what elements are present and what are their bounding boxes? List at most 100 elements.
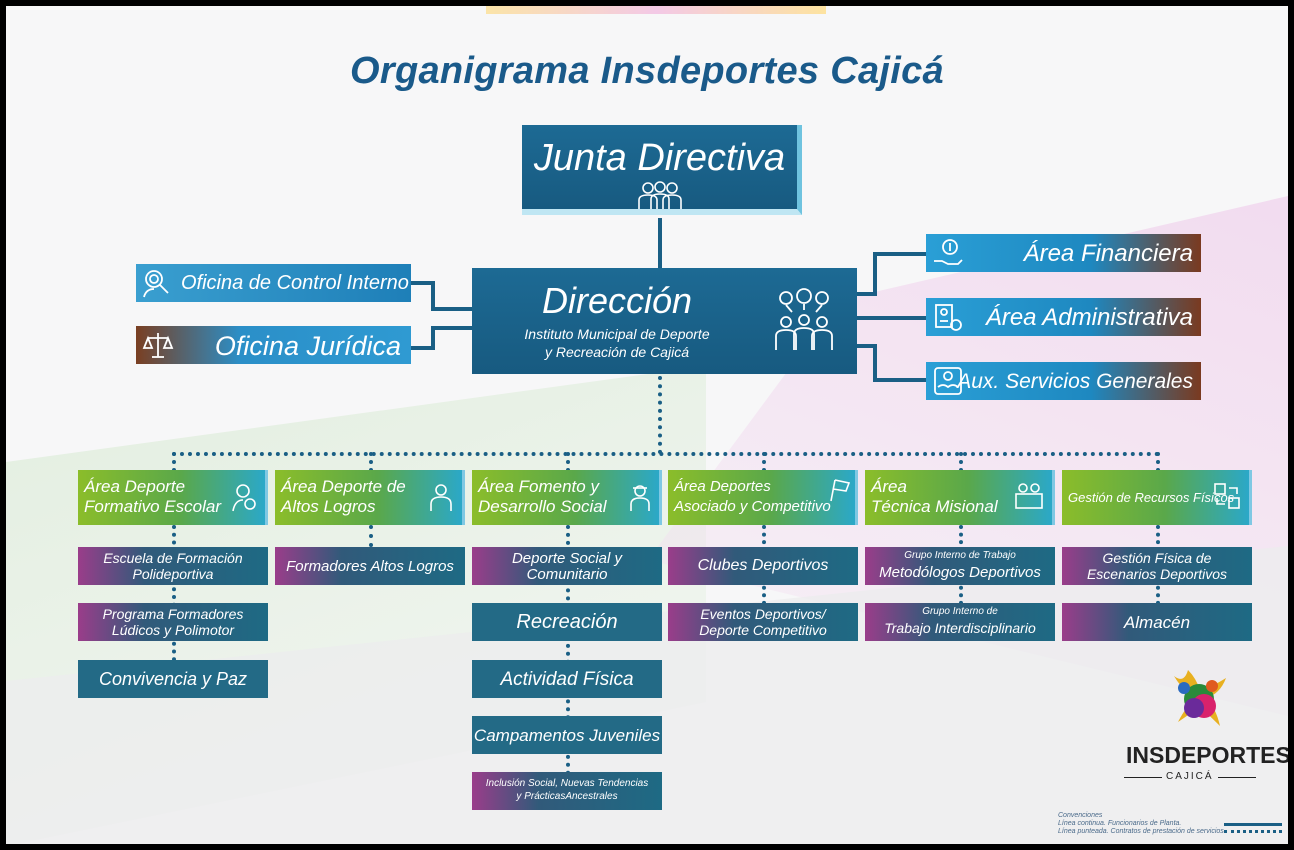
direccion-subtitle-line2: y Recreación de Cajicá bbox=[545, 344, 689, 360]
connector-juridica-h bbox=[431, 326, 473, 330]
column-header-line1: Área bbox=[871, 477, 907, 496]
people-group-icon bbox=[637, 181, 682, 209]
logo-wordmark: INSDEPORTES bbox=[1126, 742, 1288, 768]
sub-metodologos-deportivos: Grupo Interno de Trabajo Metodólogos Dep… bbox=[865, 547, 1055, 585]
sub-label: Formadores Altos Logros bbox=[286, 558, 454, 575]
legend-solid-text: Línea continua. Funcionarios de Planta. bbox=[1058, 820, 1182, 827]
dotted-col-3 bbox=[566, 525, 570, 775]
dotted-drop-1 bbox=[172, 452, 176, 472]
column-header-line1: Área Deporte de bbox=[281, 477, 406, 496]
connector-juridica bbox=[411, 346, 433, 350]
column-header-tecnica-misional: Área Técnica Misional bbox=[865, 470, 1055, 525]
connector-servicios-v bbox=[873, 344, 877, 382]
sub-escuela-formacion: Escuela de Formación Polideportiva bbox=[78, 547, 268, 585]
connector-financiera-h2 bbox=[873, 252, 927, 256]
column-header-fomento-desarrollo: Área Fomento y Desarrollo Social bbox=[472, 470, 662, 525]
sub-label: Recreación bbox=[516, 611, 618, 633]
column-header-deporte-formativo: Área Deporte Formativo Escolar bbox=[78, 470, 268, 525]
sub-label: Actividad Física bbox=[500, 669, 634, 690]
top-decorative-bar bbox=[486, 6, 826, 14]
connector-financiera-h bbox=[857, 292, 877, 296]
legend-dotted-text: Línea punteada. Contratos de prestación … bbox=[1058, 828, 1226, 835]
legend-dotted-line bbox=[1224, 830, 1282, 833]
sub-line2: Escenarios Deportivos bbox=[1086, 566, 1228, 582]
junta-directiva-label: Junta Directiva bbox=[533, 137, 786, 179]
sub-recreacion: Recreación bbox=[472, 603, 662, 641]
column-header-line2: Formativo Escolar bbox=[84, 497, 221, 516]
sub-campamentos-juveniles: Campamentos Juveniles bbox=[472, 716, 662, 754]
sub-line1: Programa Formadores bbox=[102, 606, 244, 622]
service-hands-icon bbox=[934, 367, 962, 395]
connector-control-v bbox=[431, 281, 435, 311]
money-hand-icon bbox=[934, 239, 963, 265]
dotted-connector-direccion bbox=[658, 376, 662, 454]
sub-line1: Grupo Interno de bbox=[922, 606, 998, 617]
area-financiera-label: Área Financiera bbox=[1023, 240, 1193, 267]
connector-control bbox=[411, 281, 433, 285]
team-mission-icon bbox=[1015, 483, 1043, 509]
sub-gestion-fisica-escenarios: Gestión Física de Escenarios Deportivos bbox=[1062, 547, 1252, 585]
direccion-subtitle-line1: Instituto Municipal de Deporte bbox=[524, 326, 710, 342]
sub-line2: y PrácticasAncestrales bbox=[516, 791, 618, 802]
sub-formadores-altos-logros: Formadores Altos Logros bbox=[275, 547, 465, 585]
sub-line1: Grupo Interno de Trabajo bbox=[904, 550, 1016, 561]
column-header-recursos-fisicos: Gestión de Recursos Físicos bbox=[1062, 470, 1252, 525]
connector-administrativa bbox=[857, 316, 927, 320]
sub-line2: Deporte Competitivo bbox=[699, 622, 827, 638]
sub-line2: Comunitario bbox=[526, 566, 608, 583]
column-header-line2: Técnica Misional bbox=[871, 497, 998, 516]
column-header-line1: Área Deporte bbox=[84, 477, 186, 496]
sub-deporte-social: Deporte Social y Comunitario bbox=[472, 547, 662, 585]
dotted-drop-3 bbox=[566, 452, 570, 472]
sub-eventos-deportivos: Eventos Deportivos/ Deporte Competitivo bbox=[668, 603, 858, 641]
connector-junta-direccion bbox=[658, 218, 662, 270]
sub-trabajo-interdisciplinario: Grupo Interno de Trabajo Interdisciplina… bbox=[865, 603, 1055, 641]
sub-programa-formadores: Programa Formadores Lúdicos y Polimotor bbox=[78, 603, 268, 641]
sub-line1: Escuela de Formación bbox=[103, 550, 243, 566]
dotted-col-1 bbox=[172, 525, 176, 677]
logo-subtitle: CAJICÁ bbox=[1166, 771, 1214, 782]
oficina-control-interno-label: Oficina de Control Interno bbox=[181, 272, 409, 294]
sub-line2: Metodólogos Deportivos bbox=[879, 564, 1041, 581]
chart-title: Organigrama Insdeportes Cajicá bbox=[350, 50, 944, 92]
column-header-line2: Desarrollo Social bbox=[478, 497, 607, 516]
area-administrativa-label: Área Administrativa bbox=[985, 304, 1193, 331]
sub-convivencia-paz: Convivencia y Paz bbox=[78, 660, 268, 698]
inspector-magnifier-icon bbox=[143, 270, 169, 298]
direccion-title: Dirección bbox=[541, 280, 693, 321]
team-ideas-icon bbox=[775, 288, 833, 350]
column-header-line2: Altos Logros bbox=[281, 497, 376, 516]
connector-servicios-h bbox=[857, 344, 877, 348]
connector-juridica-v bbox=[431, 326, 435, 350]
dotted-drop-6 bbox=[1156, 452, 1160, 472]
sub-line2: Trabajo Interdisciplinario bbox=[884, 620, 1036, 636]
dotted-col-2 bbox=[369, 525, 373, 547]
column-header-altos-logros: Área Deporte de Altos Logros bbox=[275, 470, 465, 525]
sub-line2: Polideportiva bbox=[132, 566, 214, 582]
sub-clubes-deportivos: Clubes Deportivos bbox=[668, 547, 858, 585]
legend-solid-line bbox=[1224, 823, 1282, 826]
connector-servicios-h2 bbox=[873, 378, 927, 382]
connector-control-h bbox=[431, 307, 473, 311]
sub-label: Clubes Deportivos bbox=[697, 557, 829, 574]
logo-rule-right bbox=[1218, 777, 1256, 778]
sub-actividad-fisica: Actividad Física bbox=[472, 660, 662, 698]
insdeportes-logo-icon bbox=[1174, 670, 1226, 726]
junta-directiva-box: Junta Directiva bbox=[522, 125, 802, 215]
aux-servicios-generales-box: Aux. Servicios Generales bbox=[926, 362, 1201, 400]
sub-line2: Lúdicos y Polimotor bbox=[111, 622, 235, 638]
checkered-flag-icon bbox=[830, 479, 851, 502]
sub-line1: Deporte Social y bbox=[511, 550, 623, 567]
oficina-juridica-box: Oficina Jurídica bbox=[136, 326, 411, 364]
connector-financiera-v bbox=[873, 252, 877, 296]
athlete-icon bbox=[430, 484, 452, 511]
resources-exchange-icon bbox=[1214, 483, 1240, 509]
sub-label: Almacén bbox=[1123, 613, 1191, 632]
sub-line1: Inclusión Social, Nuevas Tendencias bbox=[485, 778, 649, 789]
column-header-deportes-asociado: Área Deportes Asociado y Competitivo bbox=[668, 470, 858, 525]
column-header-line1: Área Deportes bbox=[674, 478, 771, 495]
dotted-drop-4 bbox=[762, 452, 766, 472]
scales-icon bbox=[142, 333, 174, 358]
area-financiera-box: Área Financiera bbox=[926, 234, 1201, 272]
column-header-line1: Área Fomento y bbox=[478, 477, 599, 496]
